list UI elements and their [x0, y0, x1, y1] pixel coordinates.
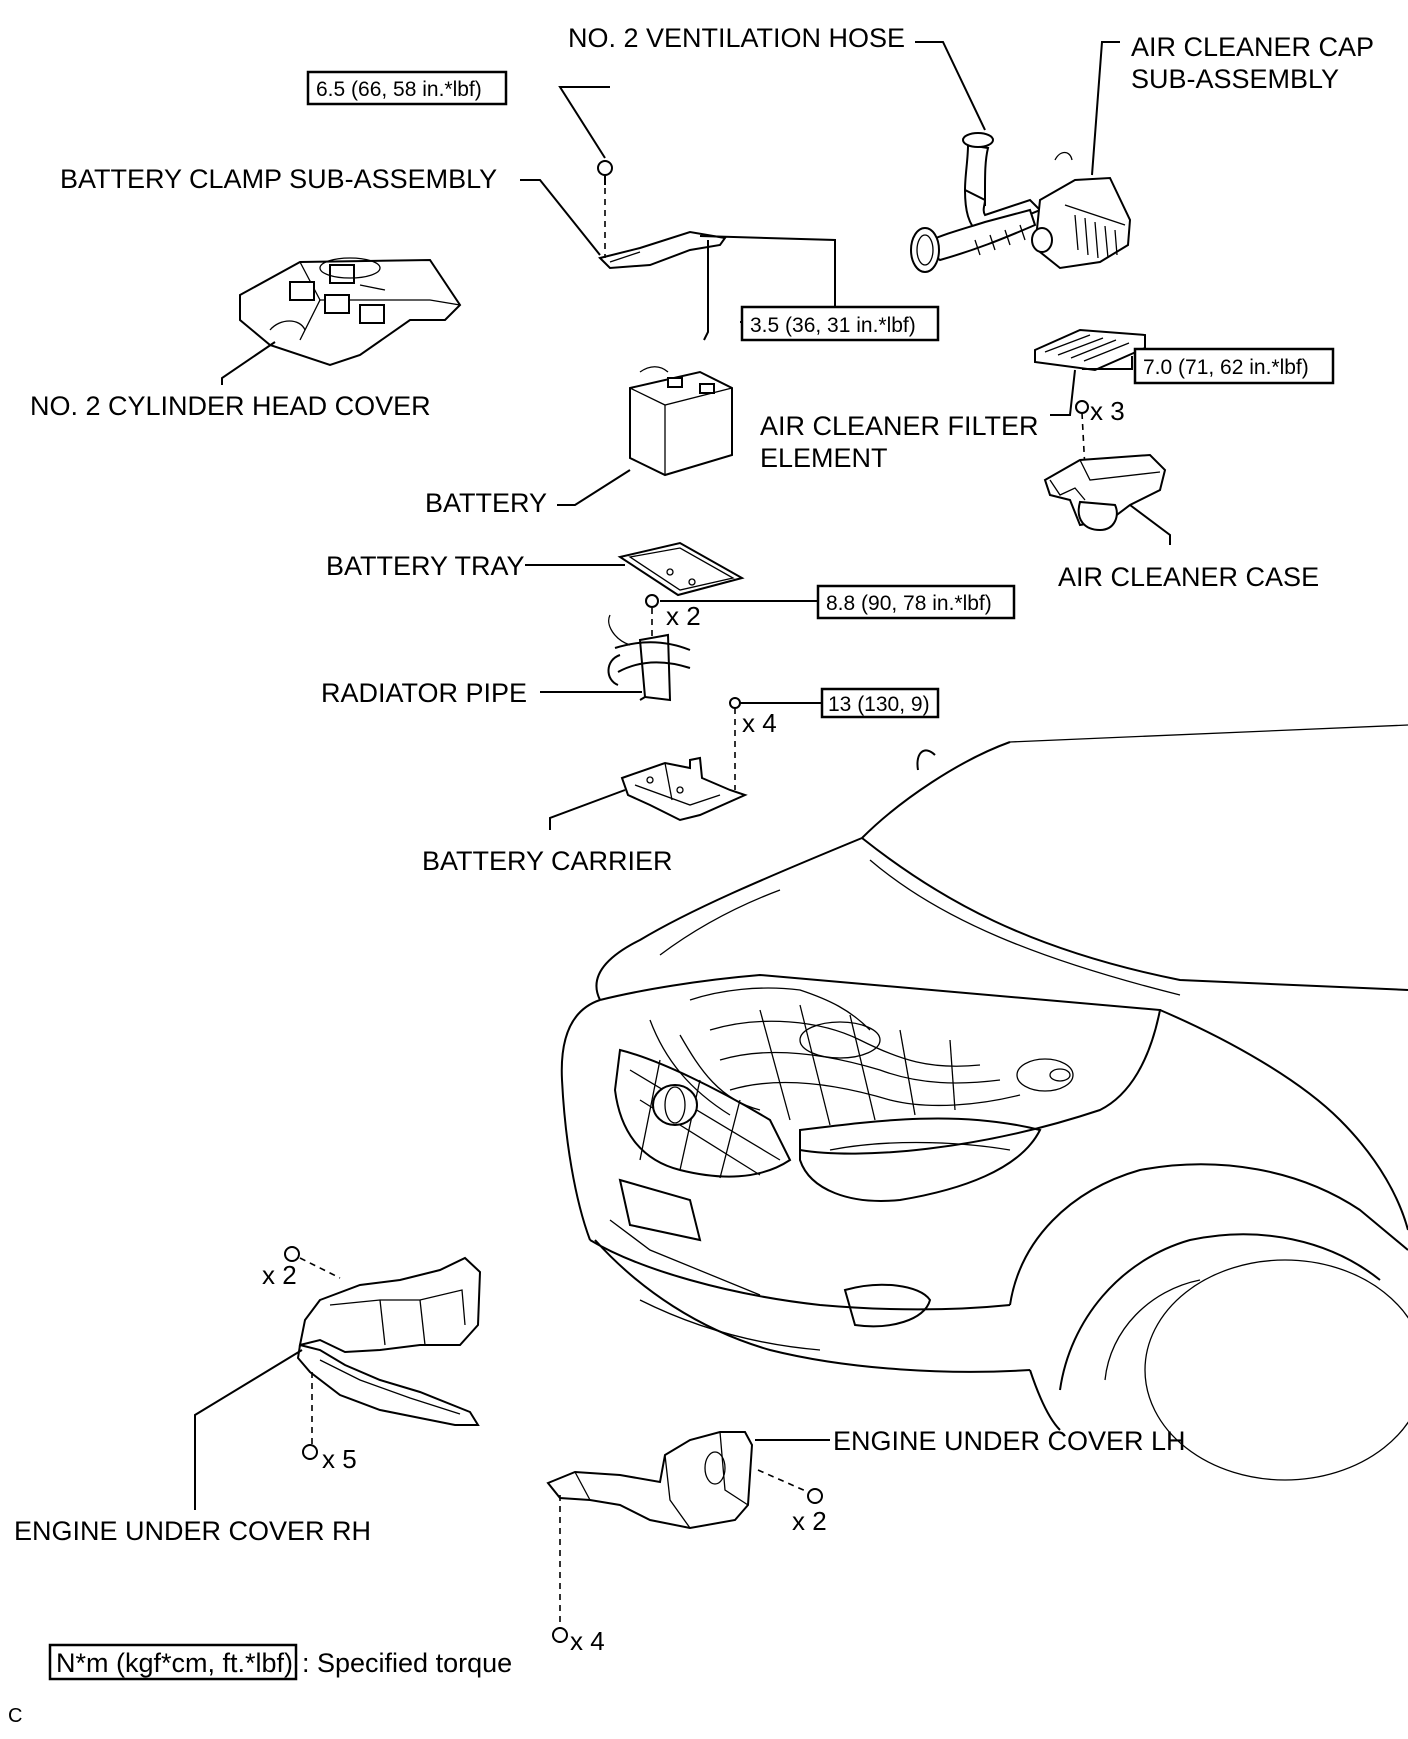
torque-value-battery-carrier: 13 (130, 9) — [828, 693, 930, 716]
battery-label: BATTERY — [425, 488, 547, 518]
no2-ventilation-hose-part — [910, 132, 1042, 273]
air-cleaner-cap-part — [1031, 151, 1132, 270]
count-rh-upper-bolts: x 2 — [262, 1260, 297, 1290]
no2-cylinder-head-cover-label: NO. 2 CYLINDER HEAD COVER — [30, 391, 431, 421]
air-cleaner-filter-element-label-line2: ELEMENT — [760, 443, 888, 473]
no2-cylinder-head-cover-part — [239, 257, 462, 367]
count-lh-side-bolts: x 2 — [792, 1506, 827, 1536]
battery-tray-part — [617, 541, 745, 597]
torque-value-air-cleaner-case: 7.0 (71, 62 in.*lbf) — [1143, 356, 1309, 379]
legend-unit-text: N*m (kgf*cm, ft.*lbf) — [56, 1648, 293, 1678]
count-lh-lower-bolts: x 4 — [570, 1626, 605, 1656]
torque-box-air-cleaner-case — [1133, 347, 1335, 385]
radiator-pipe-part — [607, 594, 691, 702]
air-cleaner-filter-element-label-line1: AIR CLEANER FILTER — [760, 411, 1039, 441]
legend-unit-box — [48, 1643, 298, 1681]
air-cleaner-case-label: AIR CLEANER CASE — [1058, 562, 1319, 592]
battery-clamp-label: BATTERY CLAMP SUB-ASSEMBLY — [60, 164, 497, 194]
battery-clamp-part — [597, 160, 727, 341]
air-cleaner-cap-label-line2: SUB-ASSEMBLY — [1131, 64, 1339, 94]
vehicle-front-illustration — [560, 724, 1408, 1481]
engine-under-cover-lh-part — [546, 1431, 823, 1643]
air-cleaner-cap-label-line1: AIR CLEANER CAP — [1131, 32, 1374, 62]
torque-box-clamp-rod — [740, 305, 940, 342]
count-air-cleaner-case-bolts: x 3 — [1090, 396, 1125, 426]
air-cleaner-filter-element-part — [1034, 328, 1146, 372]
battery-tray-label: BATTERY TRAY — [326, 551, 525, 581]
count-radiator-pipe-bolts: x 2 — [666, 601, 701, 631]
legend-description: : Specified torque — [302, 1648, 512, 1678]
torque-box-clamp-bolt — [306, 70, 508, 106]
count-rh-lower-bolts: x 5 — [322, 1444, 357, 1474]
count-battery-carrier-bolts: x 4 — [742, 708, 777, 738]
no2-ventilation-hose-label: NO. 2 VENTILATION HOSE — [568, 23, 905, 53]
battery-carrier-label: BATTERY CARRIER — [422, 846, 673, 876]
engine-under-cover-lh-label: ENGINE UNDER COVER LH — [833, 1426, 1186, 1456]
engine-under-cover-rh-label: ENGINE UNDER COVER RH — [14, 1516, 371, 1546]
corner-code: C — [8, 1705, 22, 1727]
torque-value-clamp-bolt: 6.5 (66, 58 in.*lbf) — [316, 78, 482, 101]
torque-value-clamp-rod: 3.5 (36, 31 in.*lbf) — [750, 314, 916, 337]
torque-box-battery-carrier — [820, 687, 940, 719]
radiator-pipe-label: RADIATOR PIPE — [321, 678, 527, 708]
torque-value-radiator-pipe: 8.8 (90, 78 in.*lbf) — [826, 592, 992, 615]
battery-carrier-part — [620, 697, 748, 822]
battery-part — [629, 366, 733, 477]
engine-under-cover-rh-part — [284, 1246, 482, 1460]
torque-box-radiator-pipe — [816, 584, 1016, 620]
